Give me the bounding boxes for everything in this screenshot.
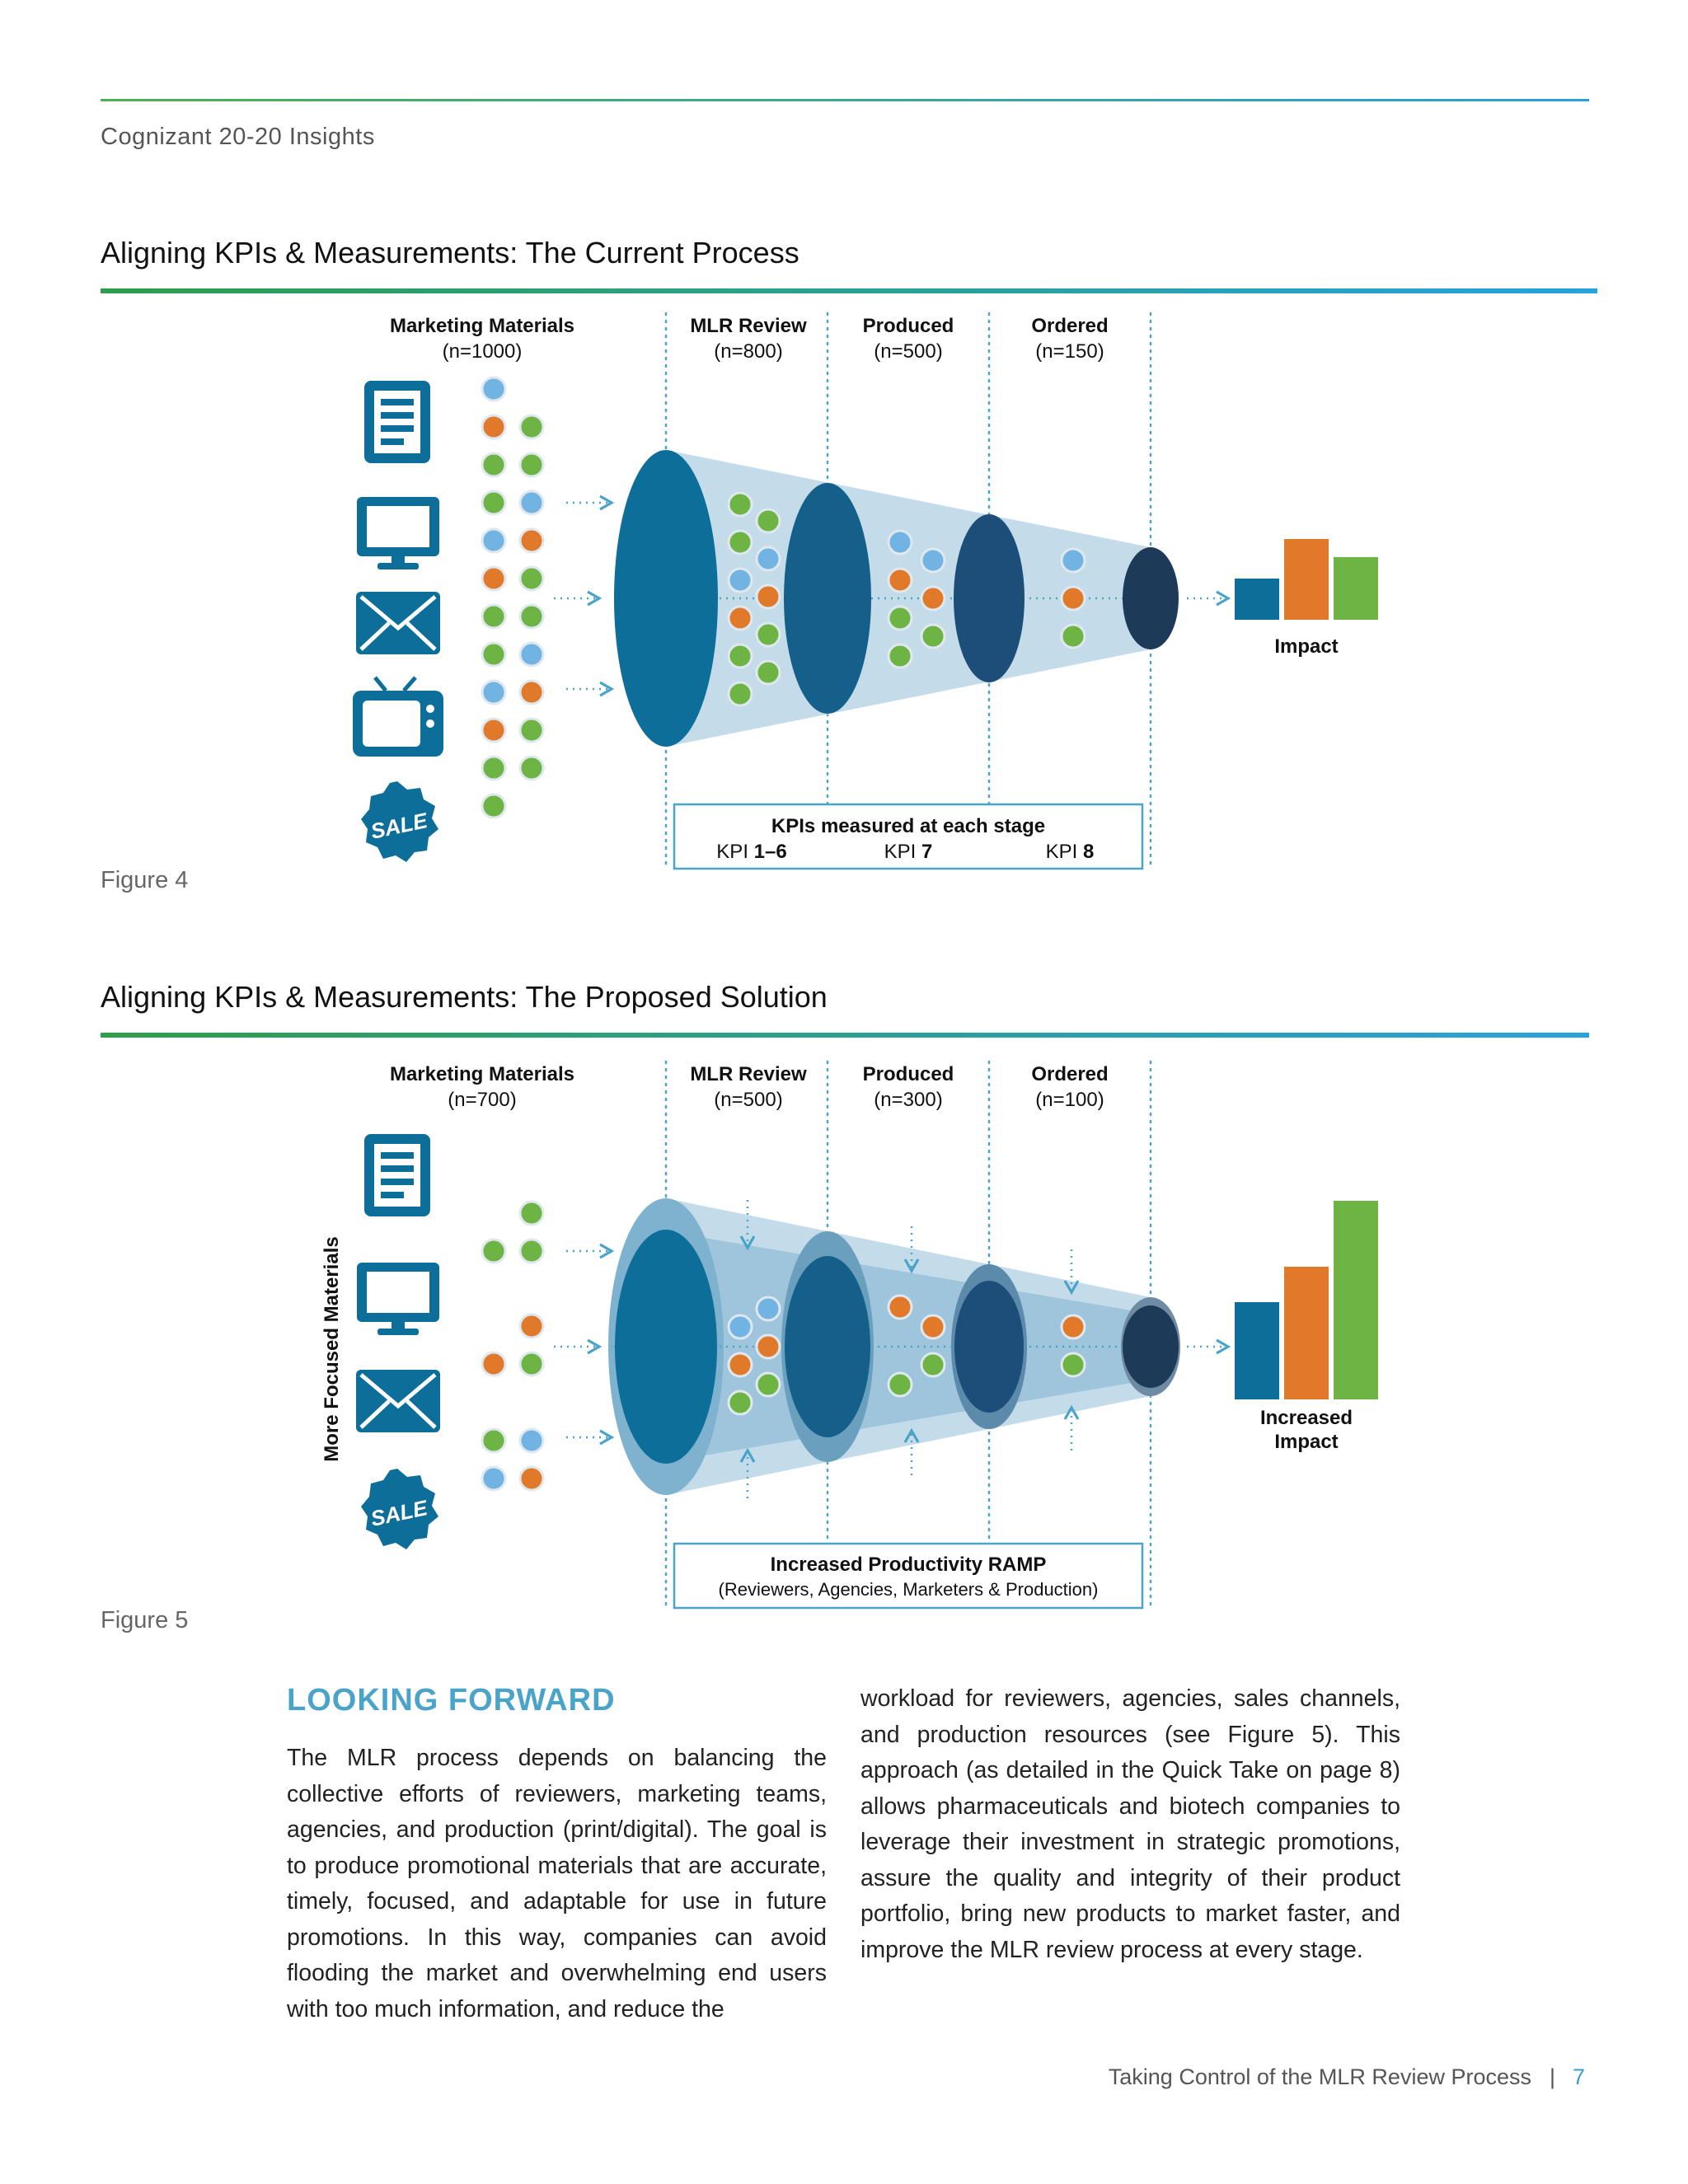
- stage-name-marketing: Marketing Materials: [390, 315, 574, 337]
- impact-label-line1: Increased: [1260, 1407, 1353, 1429]
- stage-count-ordered: (n=150): [1035, 340, 1104, 363]
- funnel-stage-2: [784, 483, 871, 714]
- review-dots: [727, 1296, 781, 1416]
- materials-dots: [481, 1200, 545, 1492]
- produced-dots: [887, 529, 946, 669]
- funnel-stage-3: [954, 1281, 1024, 1413]
- materials-dots: [481, 376, 545, 819]
- document-icon: [364, 381, 430, 463]
- impact-bar-blue: [1235, 1302, 1279, 1399]
- impact-label-line2: Impact: [1274, 1431, 1338, 1453]
- section-heading: LOOKING FORWARD: [287, 1683, 616, 1718]
- impact-bar-green: [1334, 1201, 1378, 1399]
- stage-count-mlr: (n=800): [714, 340, 782, 363]
- funnel-stage-1: [614, 450, 718, 747]
- productivity-arrows: [739, 1200, 1080, 1498]
- stage-name-marketing: Marketing Materials: [390, 1063, 574, 1085]
- stage-count-mlr: (n=500): [714, 1089, 782, 1111]
- figure4-title: Aligning KPIs & Measurements: The Curren…: [101, 236, 799, 269]
- header-rule: [101, 99, 1589, 101]
- kpi-box-title: KPIs measured at each stage: [771, 815, 1045, 837]
- stage-count-produced: (n=500): [874, 340, 942, 363]
- stage-name-produced: Produced: [863, 1063, 954, 1085]
- sale-badge-icon: SALE: [361, 781, 438, 862]
- funnel-stage-2: [785, 1256, 870, 1437]
- tv-icon: [353, 676, 443, 757]
- impact-label: Impact: [1274, 635, 1338, 658]
- impact-bar-green: [1334, 557, 1378, 620]
- sale-badge-icon: SALE: [361, 1469, 438, 1549]
- side-label: More Focused Materials: [321, 1236, 343, 1461]
- stage-name-ordered: Ordered: [1031, 1063, 1108, 1085]
- funnel-cone: [666, 450, 1151, 747]
- stage-name-ordered: Ordered: [1031, 315, 1108, 337]
- figure4-diagram: Marketing Materials (n=1000) MLR Review …: [353, 312, 1378, 870]
- stage-count-produced: (n=300): [874, 1089, 942, 1111]
- stage-count-ordered: (n=100): [1035, 1089, 1104, 1111]
- figure5-title: Aligning KPIs & Measurements: The Propos…: [101, 980, 828, 1014]
- stage-name-produced: Produced: [863, 315, 954, 337]
- footer-separator: |: [1550, 2064, 1556, 2089]
- ramp-box-subtitle: (Reviewers, Agencies, Marketers & Produc…: [719, 1579, 1099, 1600]
- kpi-3: KPI 8: [1046, 841, 1095, 863]
- header-brand: Cognizant 20-20 Insights: [101, 124, 375, 150]
- impact-bar-orange: [1284, 539, 1329, 620]
- monitor-icon: [357, 497, 439, 569]
- input-arrows: [554, 494, 615, 697]
- review-dots: [727, 491, 781, 707]
- impact-bar-orange: [1284, 1267, 1329, 1399]
- stage-count-marketing: (n=1000): [443, 340, 523, 363]
- funnel-stage-3: [954, 514, 1025, 682]
- funnel-stage-4: [1123, 1305, 1179, 1388]
- kpi-1: KPI 1–6: [716, 841, 786, 863]
- funnel-stage-1: [615, 1230, 717, 1464]
- figure5-label: Figure 5: [101, 1607, 189, 1633]
- ramp-box-title: Increased Productivity RAMP: [771, 1554, 1047, 1576]
- funnel-cone-inner: [666, 1231, 1151, 1462]
- figure5-diagram: Marketing Materials (n=700) MLR Review (…: [321, 1060, 1378, 1610]
- paragraph-col1: The MLR process depends on balancing the…: [287, 1745, 827, 2022]
- page-number: 7: [1573, 2064, 1586, 2089]
- stage-dividers: [664, 1060, 1152, 1609]
- kpi-box: [673, 803, 1144, 870]
- produced-dots: [887, 1294, 946, 1398]
- figure5-rule: [101, 1033, 1589, 1038]
- impact-bar-blue: [1235, 579, 1279, 620]
- figure4-label: Figure 4: [101, 867, 189, 893]
- stage-count-marketing: (n=700): [448, 1089, 516, 1111]
- input-arrows: [554, 1243, 615, 1446]
- stage-name-mlr: MLR Review: [690, 1063, 807, 1085]
- ordered-dots: [1060, 1314, 1086, 1378]
- document-icon: [364, 1134, 430, 1216]
- stage-name-mlr: MLR Review: [690, 315, 807, 337]
- paragraph-col2: workload for reviewers, agencies, sales …: [860, 1685, 1400, 1963]
- monitor-icon: [357, 1263, 439, 1335]
- kpi-2: KPI 7: [884, 841, 933, 863]
- ordered-dots: [1060, 547, 1086, 649]
- footer-title: Taking Control of the MLR Review Process: [1108, 2064, 1531, 2089]
- envelope-icon: [356, 592, 440, 654]
- envelope-icon: [356, 1370, 440, 1432]
- figure4-rule: [101, 288, 1597, 293]
- ramp-box: [673, 1542, 1144, 1610]
- funnel-stage-4: [1123, 547, 1179, 649]
